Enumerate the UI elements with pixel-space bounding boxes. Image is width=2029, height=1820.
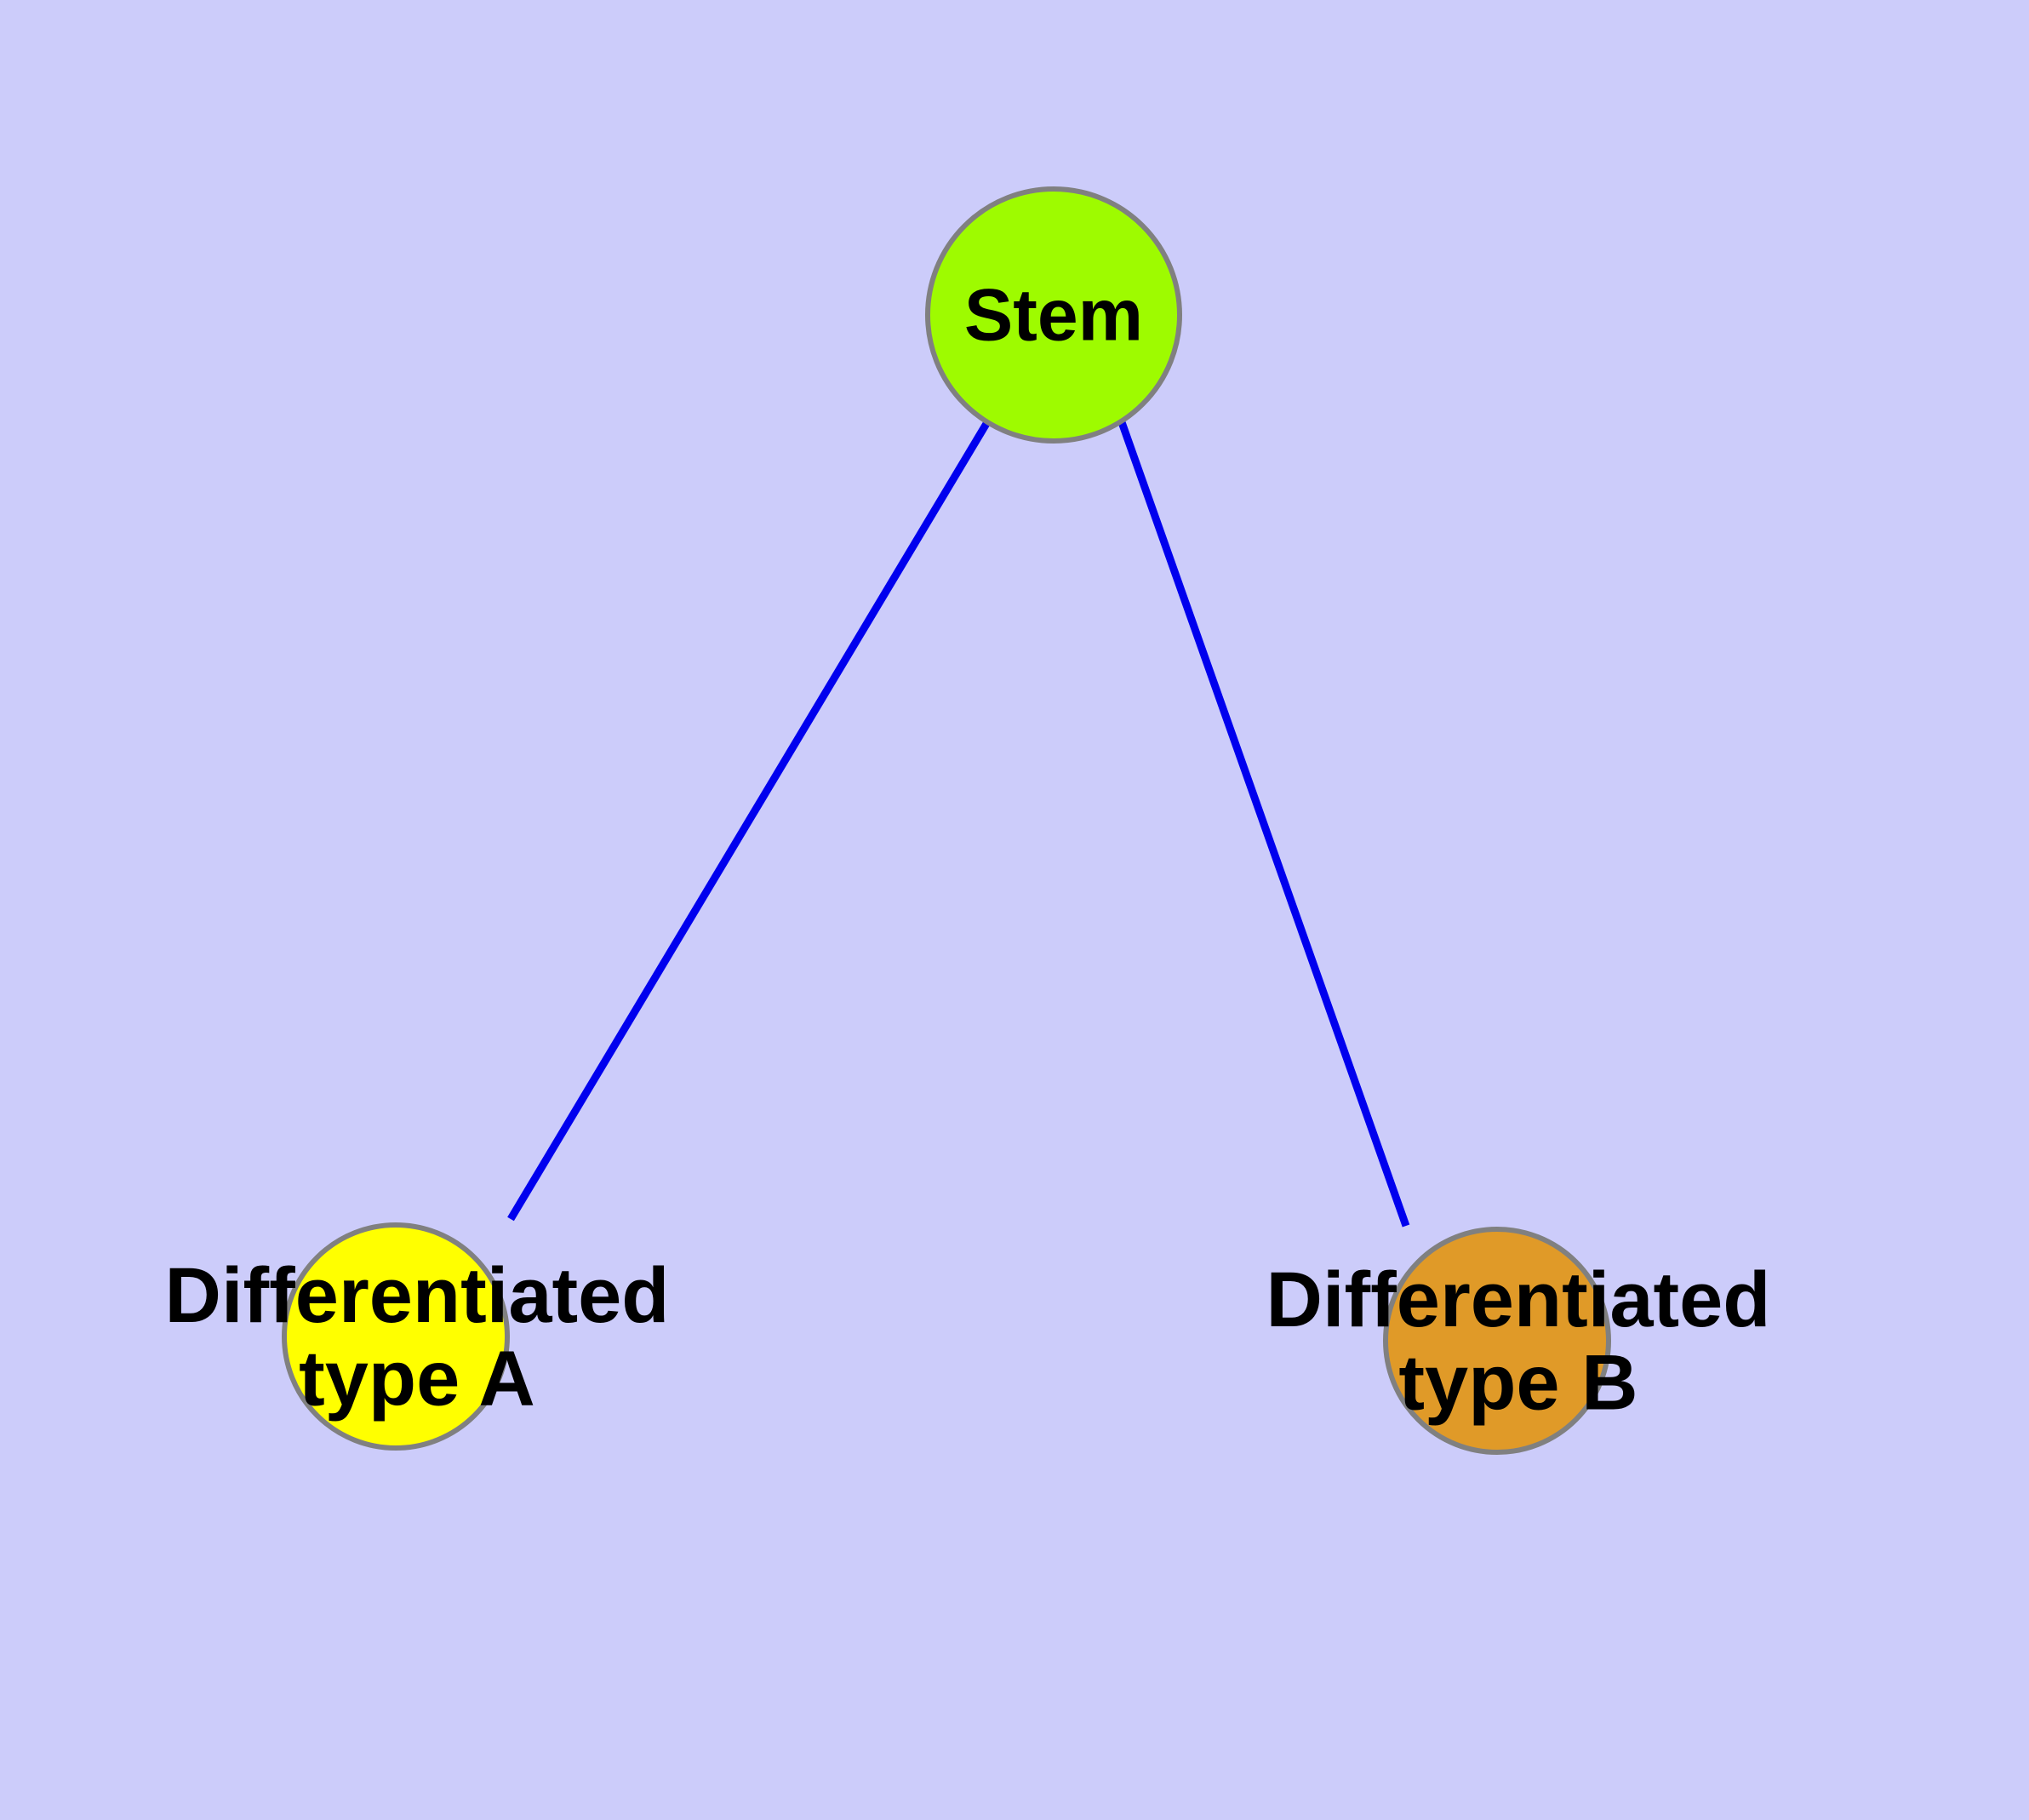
- node-label-line: Differentiated: [1266, 1256, 1771, 1343]
- node-label-line: Stem: [964, 275, 1143, 357]
- node-layer: [282, 186, 1611, 1455]
- node-label-line: Differentiated: [165, 1252, 670, 1339]
- node-diff-b[interactable]: [1383, 1227, 1611, 1455]
- node-diff-a[interactable]: [282, 1222, 510, 1451]
- edge-stem-to-a: [507, 420, 991, 1222]
- node-label-line: type B: [1398, 1340, 1637, 1427]
- edge-layer: [507, 420, 1410, 1228]
- node-label-line: type A: [299, 1336, 535, 1422]
- node-stem[interactable]: [925, 186, 1182, 444]
- node-label-stem: Stem: [964, 275, 1143, 357]
- edge-stem-to-b: [1117, 421, 1410, 1228]
